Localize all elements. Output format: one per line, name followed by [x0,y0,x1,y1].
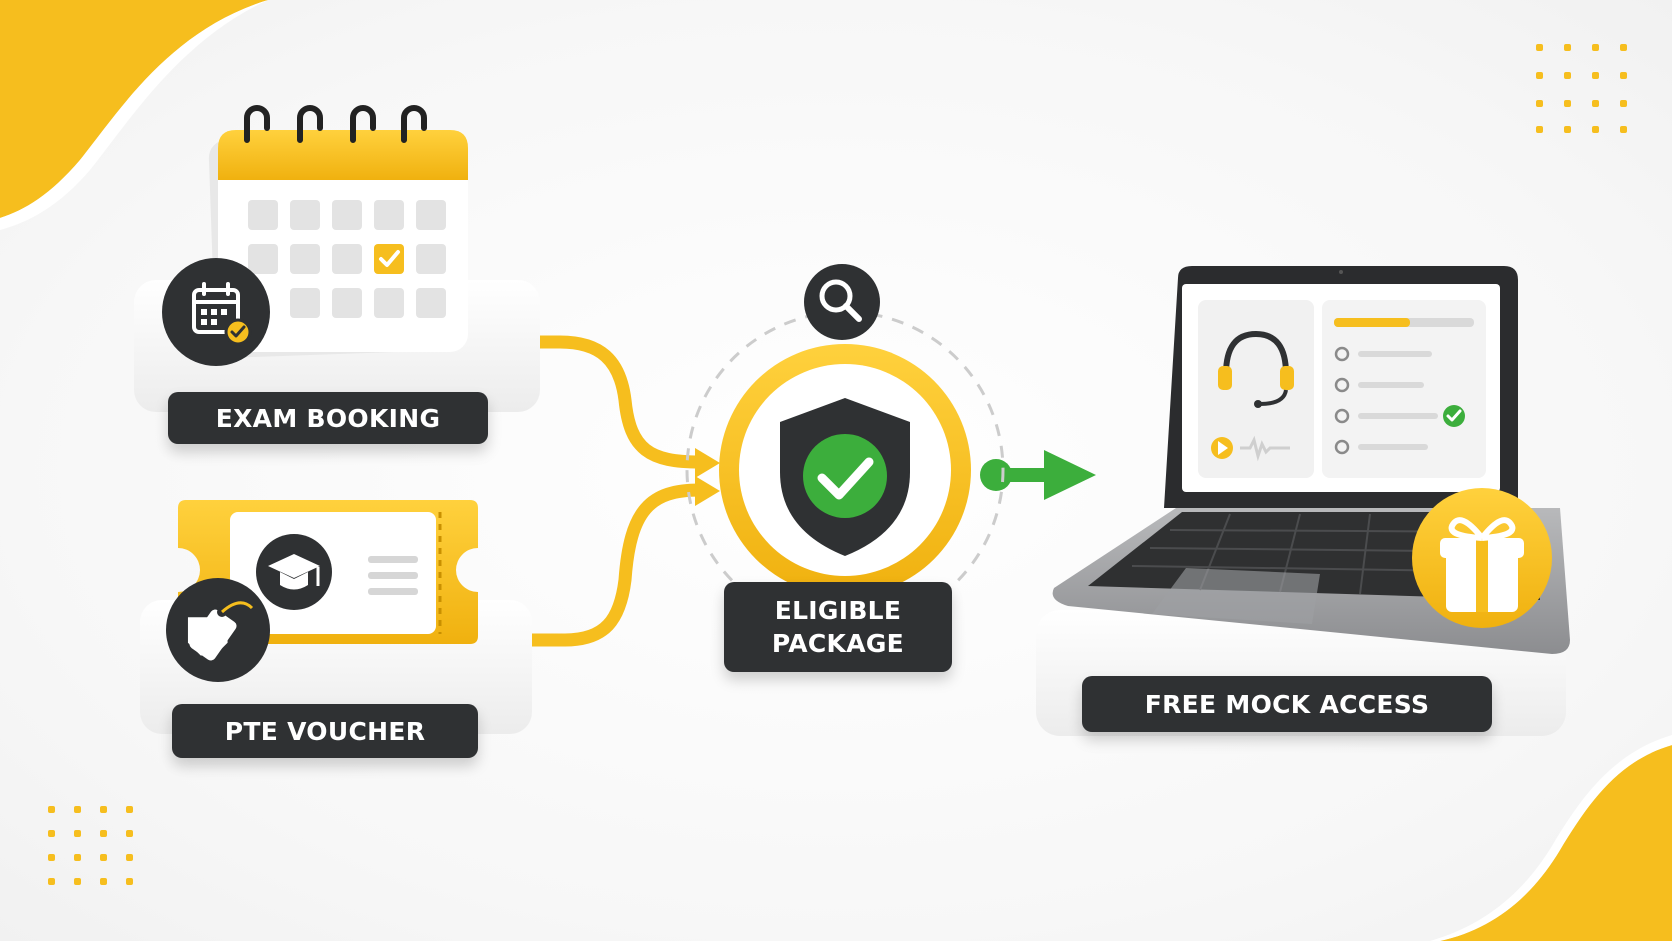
eligible-package-label: ELIGIBLE PACKAGE [724,582,952,672]
dot-grid-bottom-left [48,806,133,885]
dot-grid-top-right [1536,44,1627,133]
calendar-check-badge-icon [162,258,270,366]
eligible-package-label-line2: PACKAGE [771,629,905,658]
price-tag-icon [166,578,270,682]
corner-swoosh-top-left [0,0,268,230]
calendar-icon [208,105,468,358]
pte-voucher-label: PTE VOUCHER [172,704,478,758]
connector-voucher-to-package [500,476,720,652]
free-mock-access-label: FREE MOCK ACCESS [1082,676,1492,732]
corner-blob-bottom-right [1440,745,1672,941]
shield-check-icon [780,398,910,556]
exam-booking-label: EXAM BOOKING [168,392,488,444]
exam-booking-node [134,105,540,412]
headset-icon [1218,330,1294,408]
free-mock-access-node [1036,266,1570,736]
gift-icon [1412,488,1552,628]
connector-package-to-laptop [980,450,1096,500]
pte-voucher-node [140,500,532,734]
audio-play-icon [1211,435,1290,462]
corner-blob-top-left [0,0,268,218]
eligible-package-label-line1: ELIGIBLE [774,596,902,625]
search-icon [804,264,880,340]
eligible-package-node [685,264,1005,630]
